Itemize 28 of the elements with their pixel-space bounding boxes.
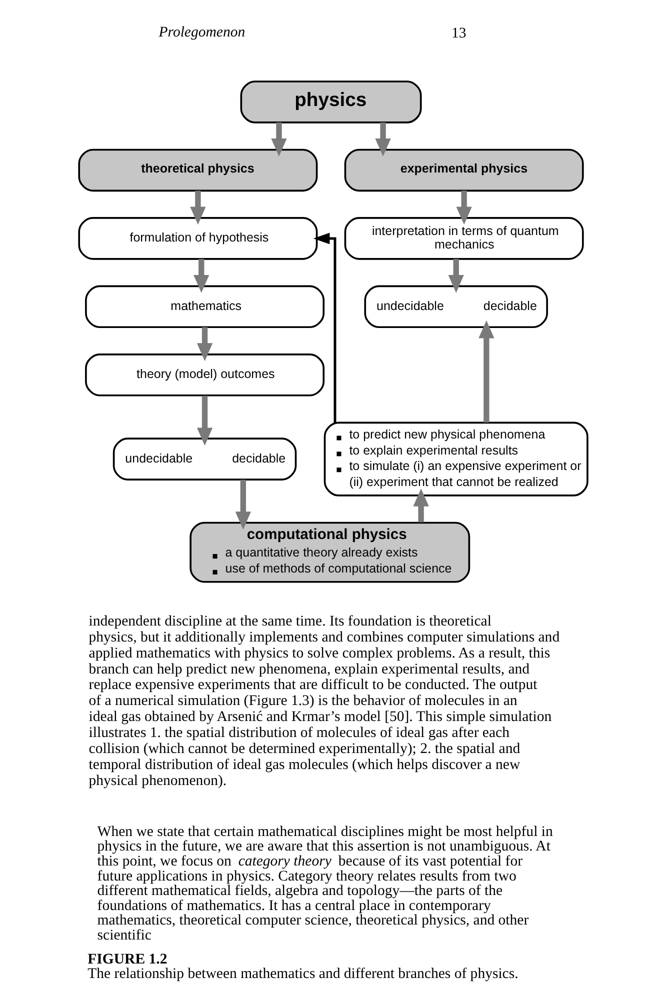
arrow: [196, 396, 213, 446]
node-box: theory (model) outcomes: [85, 354, 325, 396]
arrow: [313, 232, 336, 423]
label: Prolegomenon: [158, 24, 246, 40]
arrow: [196, 327, 213, 362]
arrow: [456, 190, 472, 225]
arrow: [478, 320, 494, 423]
node-box: experimental physics: [344, 148, 584, 192]
node-box: mathematics: [85, 285, 325, 328]
caption: FIGURE 1.2 The relationship between mathematics and different branches of physics.: [88, 951, 518, 982]
arrow: [235, 480, 251, 530]
node-box: physics: [240, 80, 422, 124]
arrow: [413, 488, 429, 522]
arrow: [194, 258, 210, 293]
node-box: computational physics a quantitative theory already exists use of methods of computational science: [190, 522, 470, 583]
label: 13: [452, 26, 466, 42]
node-box: theoretical physics: [78, 148, 318, 192]
node-box: undecidable decidable: [112, 438, 297, 480]
node-box: formulation of hypothesis: [78, 217, 318, 260]
arrow: [448, 258, 464, 293]
arrow: [375, 122, 391, 156]
node-box: to predict new physical phenomena to explain experimental results to simulate (i) an expensive experiment or (ii) experiment that cannot be realized: [324, 422, 588, 496]
label: When we state that certain mathematical disciplines might be most helpful in physics in the future, we are aware that this assertion is not unambiguous. At this point, we focus on category theory because of its vast potential for future applications in physics. Category theory relates results from two different mathematical fields, algebra and topology—the parts of the foundations of mathematics. It has a central place in contemporary mathematics, theoretical computer science, theoretical physics, and other scientific: [97, 824, 553, 944]
node-box: interpretation in terms of quantum mechanics: [344, 217, 584, 260]
arrow: [190, 190, 206, 225]
label: independent discipline at the same time. Its foundation is theoretical physics, but it additionally implements and combines computer simulations and applied mathematics with physics to solve complex problems. As a result, this branch can help predict new phenomena, explain experimental results, and replace expensive experiments that are difficult to be conducted. The output of a numerical simulation (Figure 1.3) is the behavior of molecules in an ideal gas obtained by Arsenić and Krmar’s model [50]. This simple simulation illustrates 1. the spatial distribution of molecules of ideal gas after each collision (which cannot be determined experimentally); 2. the spatial and temporal distribution of ideal gas molecules (which helps discover a new physical phenomenon).: [88, 614, 560, 789]
node-box: undecidable decidable: [364, 285, 548, 328]
arrow: [271, 122, 287, 156]
